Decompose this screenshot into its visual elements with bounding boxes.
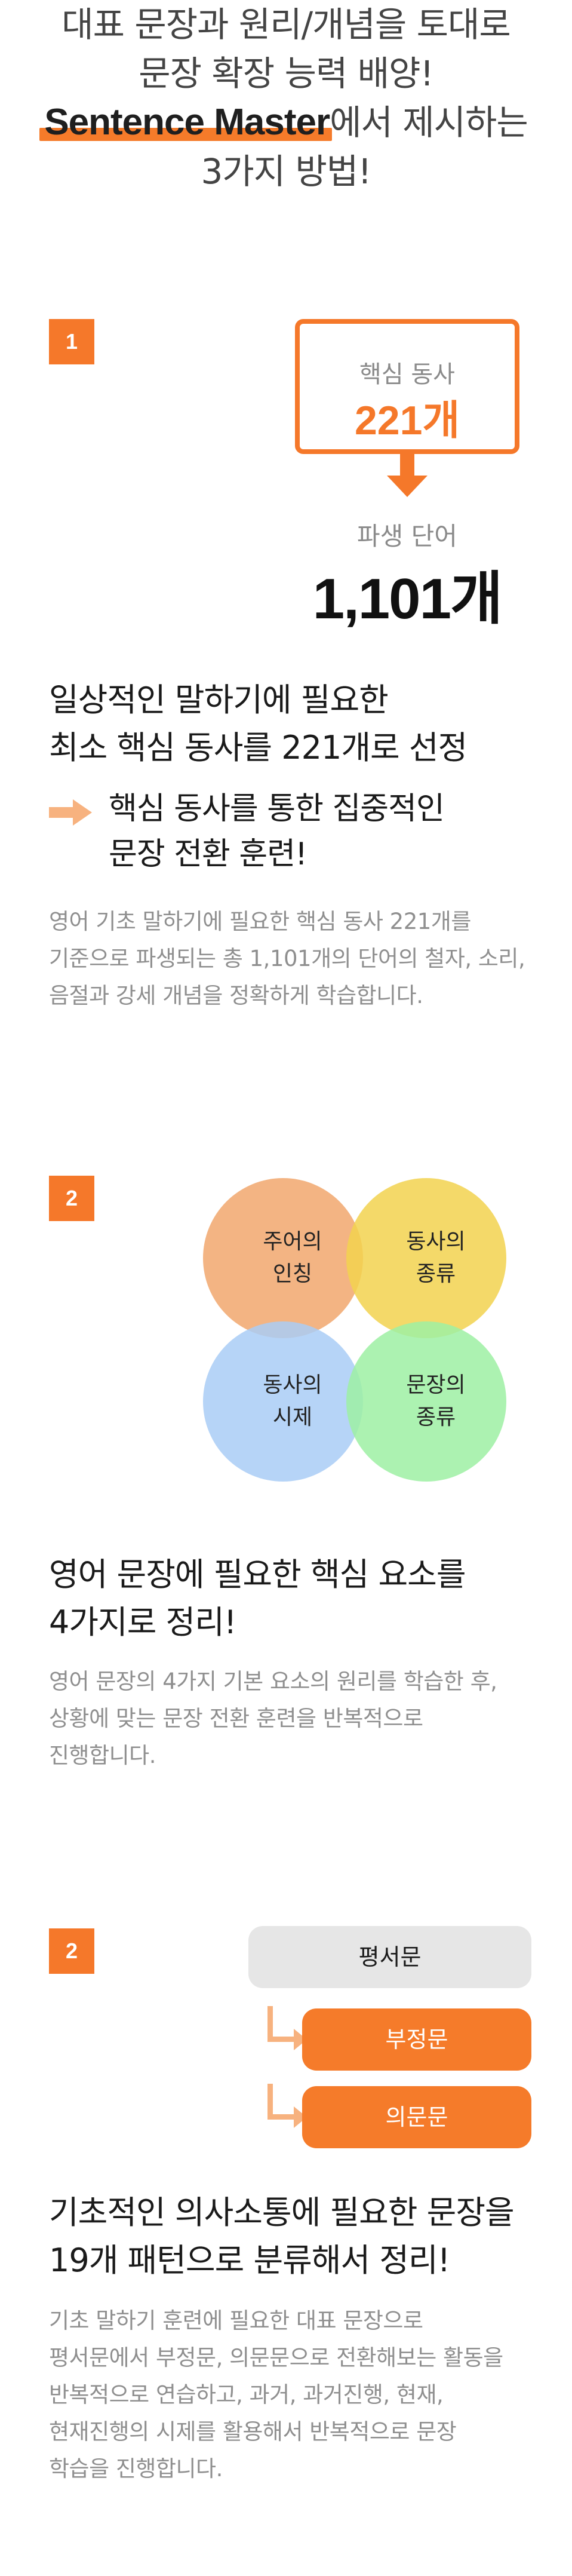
section-3-desc-line-4: 현재진행의 시제를 활용해서 반복적으로 문장: [49, 2419, 457, 2445]
section-1-heading: 일상적인 말하기에 필요한 최소 핵심 동사를 221개로 선정: [49, 676, 468, 772]
venn-label-line: 동사의: [263, 1373, 322, 1397]
section-3-desc-line-1: 기초 말하기 훈련에 필요한 대표 문장으로: [49, 2308, 423, 2333]
intro-line-3-suffix: 에서 제시하는: [330, 102, 528, 143]
core-verb-box: 핵심 동사 221개: [295, 319, 519, 454]
section-1-heading-line-1: 일상적인 말하기에 필요한: [49, 681, 389, 719]
section-1-description: 영어 기초 말하기에 필요한 핵심 동사 221개를 기준으로 파생되는 총 1…: [49, 903, 525, 1014]
section-3-desc-line-2: 평서문에서 부정문, 의문문으로 전환해보는 활동을: [49, 2345, 503, 2370]
section-3-heading: 기초적인 의사소통에 필요한 문장을 19개 패턴으로 분류해서 정리!: [49, 2189, 515, 2284]
elbow-arrow-2: [267, 2084, 295, 2120]
brand-highlight: Sentence Master: [39, 98, 333, 147]
section-2-heading-line-1: 영어 문장에 필요한 핵심 요소를: [49, 1556, 466, 1593]
section-2-heading-line-2: 4가지로 정리!: [49, 1603, 237, 1641]
right-arrow-icon: [49, 799, 92, 826]
brand-underline: [39, 128, 333, 141]
venn-circle-verb-type: [346, 1178, 506, 1338]
section-1-desc-line-2: 기준으로 파생되는 총 1,101개의 단어의 철자, 소리,: [49, 946, 525, 971]
pill-statement: 평서문: [248, 1926, 531, 1988]
intro-line-1: 대표 문장과 원리/개념을 토대로: [61, 4, 511, 45]
derived-word-count: 1,101개: [312, 567, 503, 631]
venn-label-line: 인칭: [272, 1262, 313, 1286]
down-arrow-stem: [400, 454, 414, 477]
section-2-heading: 영어 문장에 필요한 핵심 요소를 4가지로 정리!: [49, 1551, 466, 1646]
section-1-desc-line-3: 음절과 강세 개념을 정확하게 학습합니다.: [49, 983, 423, 1008]
venn-label-subject-person: 주어의 인칭: [251, 1226, 334, 1290]
section-1-badge: 1: [49, 319, 94, 364]
down-arrow-icon: [387, 476, 428, 497]
section-3-badge: 2: [49, 1928, 94, 1974]
pill-negative: 부정문: [302, 2008, 531, 2071]
section-3-desc-line-5: 학습을 진행합니다.: [49, 2456, 223, 2482]
venn-label-line: 동사의: [406, 1229, 466, 1254]
section-3-heading-line-1: 기초적인 의사소통에 필요한 문장을: [49, 2194, 515, 2231]
section-1-heading-line-2: 최소 핵심 동사를 221개로 선정: [49, 729, 468, 766]
venn-label-line: 시제: [272, 1405, 313, 1430]
elbow-arrow-1: [267, 2006, 295, 2042]
intro-line-3: Sentence Master 에서 제시하는: [0, 98, 572, 147]
venn-label-line: 종류: [416, 1262, 456, 1286]
venn-label-sentence-type: 문장의 종류: [394, 1369, 478, 1434]
venn-label-line: 종류: [416, 1405, 456, 1430]
section-3-desc-line-3: 반복적으로 연습하고, 과거, 과거진행, 현재,: [49, 2382, 444, 2408]
intro-heading: 대표 문장과 원리/개념을 토대로 문장 확장 능력 배양! Sentence …: [0, 0, 572, 196]
brand-name: Sentence Master: [44, 102, 330, 143]
venn-label-verb-type: 동사의 종류: [394, 1226, 478, 1290]
core-verb-count: 221개: [354, 398, 460, 443]
section-2-badge: 2: [49, 1176, 94, 1221]
section-3-heading-line-2: 19개 패턴으로 분류해서 정리!: [49, 2241, 450, 2279]
venn-circle-subject-person: [203, 1178, 363, 1338]
venn-circle-sentence-type: [346, 1321, 506, 1482]
venn-label-line: 문장의: [406, 1373, 466, 1397]
section-1-bullet: 핵심 동사를 통한 집중적인 문장 전환 훈련!: [109, 786, 445, 877]
section-2-desc-line-1: 영어 문장의 4가지 기본 요소의 원리를 학습한 후,: [49, 1669, 497, 1694]
section-2-desc-line-2: 상황에 맞는 문장 전환 훈련을 반복적으로: [49, 1706, 423, 1731]
section-2-desc-line-3: 진행합니다.: [49, 1743, 156, 1768]
section-3-description: 기초 말하기 훈련에 필요한 대표 문장으로 평서문에서 부정문, 의문문으로 …: [49, 2302, 503, 2488]
section-1-bullet-line-2: 문장 전환 훈련!: [109, 836, 307, 872]
venn-circle-verb-tense: [203, 1321, 363, 1482]
section-2-description: 영어 문장의 4가지 기본 요소의 원리를 학습한 후, 상황에 맞는 문장 전…: [49, 1663, 497, 1774]
pill-question: 의문문: [302, 2086, 531, 2148]
intro-line-4: 3가지 방법!: [201, 151, 371, 192]
intro-line-2: 문장 확장 능력 배양!: [139, 53, 433, 94]
core-verb-label: 핵심 동사: [359, 361, 455, 388]
venn-label-verb-tense: 동사의 시제: [251, 1369, 334, 1434]
derived-word-label: 파생 단어: [357, 522, 457, 551]
section-1-bullet-line-1: 핵심 동사를 통한 집중적인: [109, 791, 445, 827]
section-1-desc-line-1: 영어 기초 말하기에 필요한 핵심 동사 221개를: [49, 909, 471, 934]
venn-label-line: 주어의: [263, 1229, 322, 1254]
